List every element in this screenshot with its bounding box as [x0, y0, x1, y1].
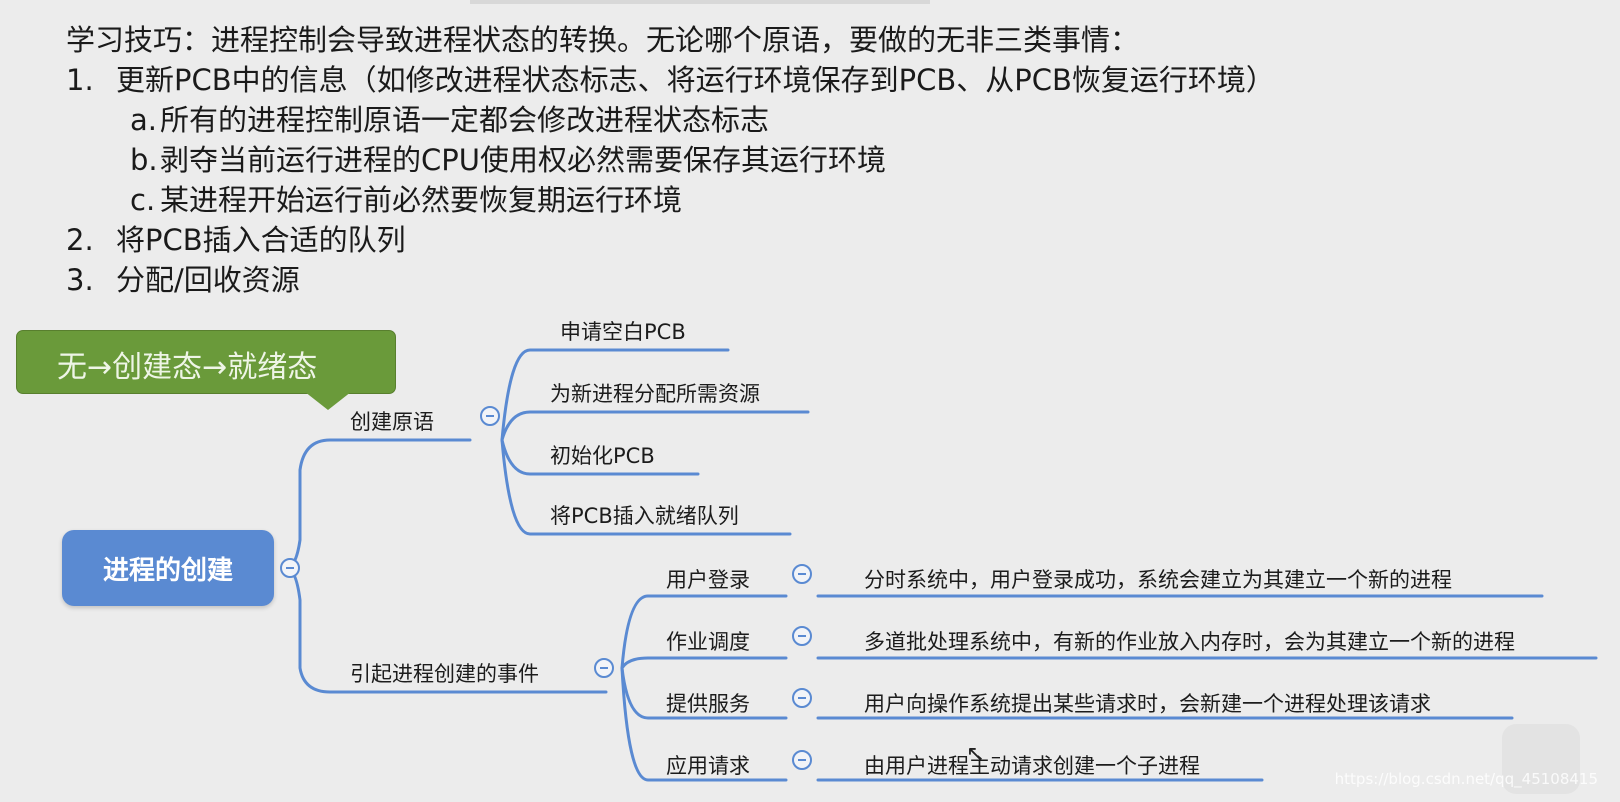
branch1-child-line-2: [500, 410, 810, 442]
study-notes: 学习技巧：进程控制会导致进程状态的转换。无论哪个原语，要做的无非三类事情： 1.…: [66, 20, 1275, 300]
notes-sub-c: c.某进程开始运行前必然要恢复期运行环境: [66, 180, 1275, 220]
branch1-child-line-1: [500, 348, 730, 442]
event-node[interactable]: 提供服务: [666, 692, 750, 716]
child-node[interactable]: 为新进程分配所需资源: [550, 382, 760, 406]
child-node[interactable]: 将PCB插入就绪队列: [550, 504, 739, 528]
notes-sub-b: b.剥夺当前运行进程的CPU使用权必然需要保存其运行环境: [66, 140, 1275, 180]
collapse-event-icon[interactable]: [792, 626, 812, 646]
event-detail[interactable]: 多道批处理系统中，有新的作业放入内存时，会为其建立一个新的进程: [864, 630, 1515, 654]
event-detail[interactable]: 由用户进程主动请求创建一个子进程: [864, 754, 1200, 778]
notes-item-3: 3. 分配/回收资源: [66, 260, 1275, 300]
child-node[interactable]: 申请空白PCB: [560, 320, 686, 344]
notes-item-1: 1. 更新PCB中的信息（如修改进程状态标志、将运行环境保存到PCB、从PCB恢复…: [66, 60, 1275, 100]
event-node[interactable]: 应用请求: [666, 754, 750, 778]
notes-sub-a: a.所有的进程控制原语一定都会修改进程状态标志: [66, 100, 1275, 140]
video-player-icon: [1502, 724, 1580, 794]
item-number: 2.: [66, 223, 94, 257]
root-node[interactable]: 进程的创建: [62, 530, 274, 606]
watermark: https://blog.csdn.net/qq_45108415: [1334, 770, 1598, 788]
item-text: 分配/回收资源: [116, 263, 300, 297]
sub-letter: b.: [130, 143, 158, 177]
sub-text: 所有的进程控制原语一定都会修改进程状态标志: [160, 103, 770, 137]
top-strip: [470, 0, 930, 4]
event-detail[interactable]: 用户向操作系统提出某些请求时，会新建一个进程处理该请求: [864, 692, 1431, 716]
event-node[interactable]: 用户登录: [666, 568, 750, 592]
sub-letter: c.: [130, 183, 156, 217]
branch2-event-line-4: [620, 666, 788, 782]
branch1-child-line-4: [500, 438, 792, 536]
state-transition-callout: 无→创建态→就绪态: [16, 330, 396, 394]
event-node[interactable]: 作业调度: [666, 630, 750, 654]
sub-letter: a.: [130, 103, 157, 137]
collapse-event-icon[interactable]: [792, 688, 812, 708]
collapse-event-icon[interactable]: [792, 750, 812, 770]
collapse-branch2-icon[interactable]: [594, 658, 614, 678]
branch-creation-primitive[interactable]: 创建原语: [350, 410, 434, 434]
mouse-cursor-icon: ↖: [966, 742, 985, 767]
sub-text: 剥夺当前运行进程的CPU使用权必然需要保存其运行环境: [160, 143, 886, 177]
root-to-branch1-line: [284, 438, 472, 570]
item-text: 更新PCB中的信息（如修改进程状态标志、将运行环境保存到PCB、从PCB恢复运行…: [116, 63, 1275, 97]
callout-tail: [300, 388, 356, 410]
child-node[interactable]: 初始化PCB: [550, 444, 655, 468]
branch2-event-line-1: [620, 594, 788, 670]
callout-text: 无→创建态→就绪态: [57, 350, 318, 385]
notes-heading: 学习技巧：进程控制会导致进程状态的转换。无论哪个原语，要做的无非三类事情：: [66, 23, 1140, 57]
branch2-event-line-2: [620, 656, 788, 670]
item-number: 3.: [66, 263, 94, 297]
notes-item-2: 2. 将PCB插入合适的队列: [66, 220, 1275, 260]
collapse-root-icon[interactable]: [280, 558, 300, 578]
item-number: 1.: [66, 63, 94, 97]
collapse-branch1-icon[interactable]: [480, 406, 500, 426]
item-text: 将PCB插入合适的队列: [116, 223, 406, 257]
event-detail[interactable]: 分时系统中，用户登录成功，系统会建立为其建立一个新的进程: [864, 568, 1452, 592]
branch-creation-events[interactable]: 引起进程创建的事件: [350, 662, 539, 686]
collapse-event-icon[interactable]: [792, 564, 812, 584]
sub-text: 某进程开始运行前必然要恢复期运行环境: [160, 183, 683, 217]
